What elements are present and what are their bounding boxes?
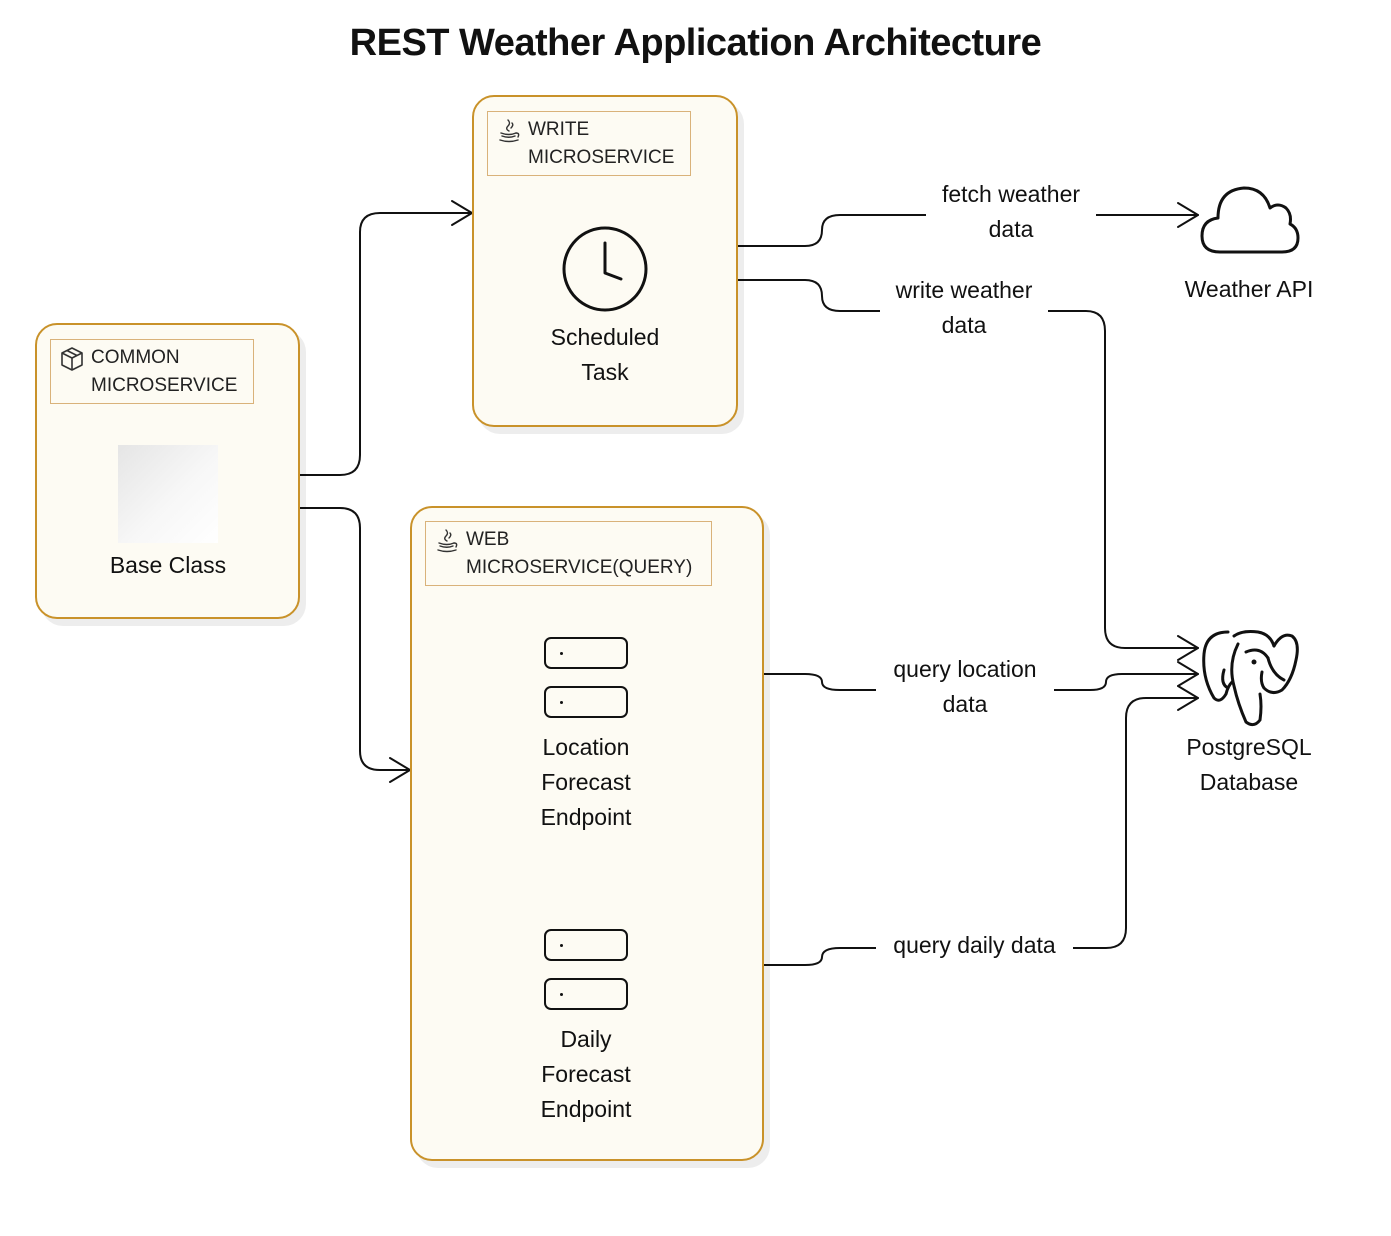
endpoint-icon — [544, 686, 628, 718]
web-microservice-tag: WEB MICROSERVICE(QUERY) — [425, 521, 712, 586]
common-tag-line1: COMMON — [91, 347, 180, 368]
package-icon — [61, 347, 83, 371]
endpoint-icon — [544, 929, 628, 961]
postgres-label: PostgreSQL Database — [1186, 734, 1312, 795]
common-tag-line2: MICROSERVICE — [91, 375, 238, 396]
base-class-label: Base Class — [109, 552, 227, 578]
edge-label-query-location: query location data — [876, 652, 1054, 722]
write-tag-line1: WRITE — [528, 119, 590, 140]
edge-common-to-web — [217, 507, 411, 771]
base-class-icon — [118, 445, 218, 543]
weather-api-label: Weather API — [1184, 276, 1314, 302]
write-microservice-tag: WRITE MICROSERVICE — [487, 111, 691, 176]
edge-common-to-write — [217, 212, 473, 476]
edge-query-daily — [635, 947, 877, 966]
clock-icon — [562, 226, 648, 312]
web-tag-line1: WEB — [466, 529, 510, 550]
cloud-icon — [1200, 186, 1300, 254]
java-icon — [499, 119, 520, 143]
java-icon — [437, 529, 458, 553]
endpoint-icon — [544, 978, 628, 1010]
daily-endpoint-label: Daily Forecast Endpoint — [540, 1026, 632, 1122]
endpoint-icon — [544, 637, 628, 669]
edge-write-weather — [654, 279, 881, 312]
web-tag-line2: MICROSERVICE(QUERY) — [466, 557, 693, 578]
edge-label-fetch-weather: fetch weather data — [926, 177, 1096, 247]
edge-fetch-weather — [654, 214, 929, 247]
diagram-title: REST Weather Application Architecture — [349, 22, 1042, 64]
scheduled-task-label: Scheduled Task — [550, 324, 660, 385]
edge-query-location — [635, 673, 877, 691]
postgresql-elephant-icon — [1202, 630, 1299, 727]
write-tag-line2: MICROSERVICE — [528, 147, 675, 168]
arrowhead-db-1 — [1177, 635, 1199, 661]
common-microservice-tag: COMMON MICROSERVICE — [50, 339, 254, 404]
edge-label-write-weather: write weather data — [880, 273, 1048, 343]
location-endpoint-label: Location Forecast Endpoint — [540, 734, 632, 830]
web-microservice-container — [410, 506, 764, 1161]
arrowhead-weather-api — [1177, 202, 1199, 228]
arrowhead-db-2 — [1177, 661, 1199, 687]
edge-label-query-daily: query daily data — [876, 928, 1073, 963]
arrowhead-db-3 — [1177, 685, 1199, 711]
